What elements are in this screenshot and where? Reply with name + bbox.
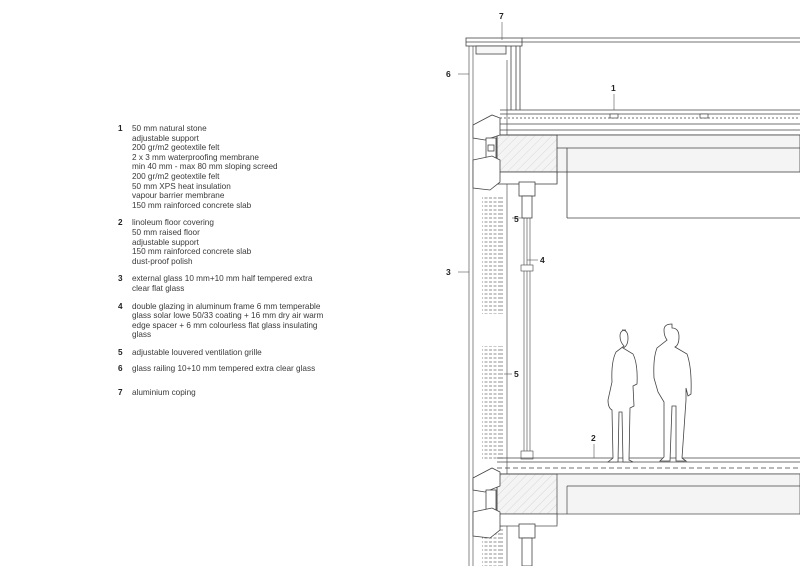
legend-line: double glazing in aluminum frame 6 mm te… xyxy=(132,301,321,311)
legend-item-7: 7 aluminium coping xyxy=(118,388,448,398)
callout-6: 6 xyxy=(446,69,451,79)
lower-window-frame xyxy=(472,467,536,566)
legend-line: edge spacer + 6 mm colourless flat glass… xyxy=(132,320,318,330)
legend-line: 50 mm raised floor xyxy=(132,227,200,237)
legend-line: vapour barrier membrane xyxy=(132,191,225,201)
legend-line: 200 gr/m2 geotextile felt xyxy=(132,171,220,181)
callouts: 7 6 1 5 4 3 5 2 xyxy=(446,11,616,443)
leader-lines xyxy=(458,22,615,458)
callout-5-lower: 5 xyxy=(514,369,519,379)
legend-number: 6 xyxy=(118,364,123,374)
legend-line: aluminium coping xyxy=(132,388,196,398)
legend-line: linoleum floor covering xyxy=(132,218,214,228)
legend-line: adjustable support xyxy=(132,237,199,247)
callout-2: 2 xyxy=(591,433,596,443)
legend-description: glass railing 10+10 mm tempered extra cl… xyxy=(132,364,448,374)
legend-item-4: 4 double glazing in aluminum frame 6 mm t… xyxy=(118,302,448,340)
legend-number: 3 xyxy=(118,274,123,284)
roof-buildup xyxy=(500,109,800,136)
upper-window-frame xyxy=(472,114,536,219)
callout-5-upper: 5 xyxy=(514,214,519,224)
legend-line: min 40 mm - max 80 mm sloping screed xyxy=(132,162,278,172)
ventilation-grilles xyxy=(482,196,504,566)
legend-line: clear flat glass xyxy=(132,283,185,293)
legend-line: adjustable support xyxy=(132,133,199,143)
legend-line: 200 gr/m2 geotextile felt xyxy=(132,143,220,153)
legend-number: 5 xyxy=(118,347,123,357)
human-figures xyxy=(606,323,692,463)
legend-line: 150 mm rainforced concrete slab xyxy=(132,200,252,210)
legend-line: dust-proof polish xyxy=(132,256,193,266)
legend-line: glass railing 10+10 mm tempered extra cl… xyxy=(132,364,316,374)
roof-slab xyxy=(496,134,800,219)
aluminium-coping xyxy=(465,37,800,110)
legend-number: 2 xyxy=(118,218,123,228)
legend-item-5: 5 adjustable louvered ventilation grille xyxy=(118,348,448,358)
callout-7: 7 xyxy=(499,11,504,21)
legend-description: external glass 10 mm+10 mm half tempered… xyxy=(132,274,448,293)
floor-buildup xyxy=(496,457,800,527)
legend-number: 1 xyxy=(118,124,123,133)
legend-item-3: 3 external glass 10 mm+10 mm half tempere… xyxy=(118,274,448,293)
legend-line: glass xyxy=(132,330,152,340)
callout-4: 4 xyxy=(540,255,545,265)
callout-3: 3 xyxy=(446,267,451,277)
callout-1: 1 xyxy=(611,83,616,93)
legend-number: 7 xyxy=(118,388,123,398)
legend-description: adjustable louvered ventilation grille xyxy=(132,348,448,358)
legend-line: external glass 10 mm+10 mm half tempered… xyxy=(132,274,313,284)
legend-line: 150 mm rainforced concrete slab xyxy=(132,247,252,257)
legend-item-6: 6 glass railing 10+10 mm tempered extra c… xyxy=(118,364,448,374)
legend-line: adjustable louvered ventilation grille xyxy=(132,347,262,357)
legend-number: 4 xyxy=(118,301,123,311)
legend-line: 50 mm natural stone xyxy=(132,124,207,133)
legend-line: glass solar lowe 50/33 coating + 16 mm d… xyxy=(132,311,324,321)
legend-line: 2 x 3 mm waterproofing membrane xyxy=(132,152,259,162)
legend-line: 50 mm XPS heat insulation xyxy=(132,181,231,191)
legend-description: double glazing in aluminum frame 6 mm te… xyxy=(132,302,448,340)
double-glazing xyxy=(520,218,534,460)
legend-description: aluminium coping xyxy=(132,388,448,398)
